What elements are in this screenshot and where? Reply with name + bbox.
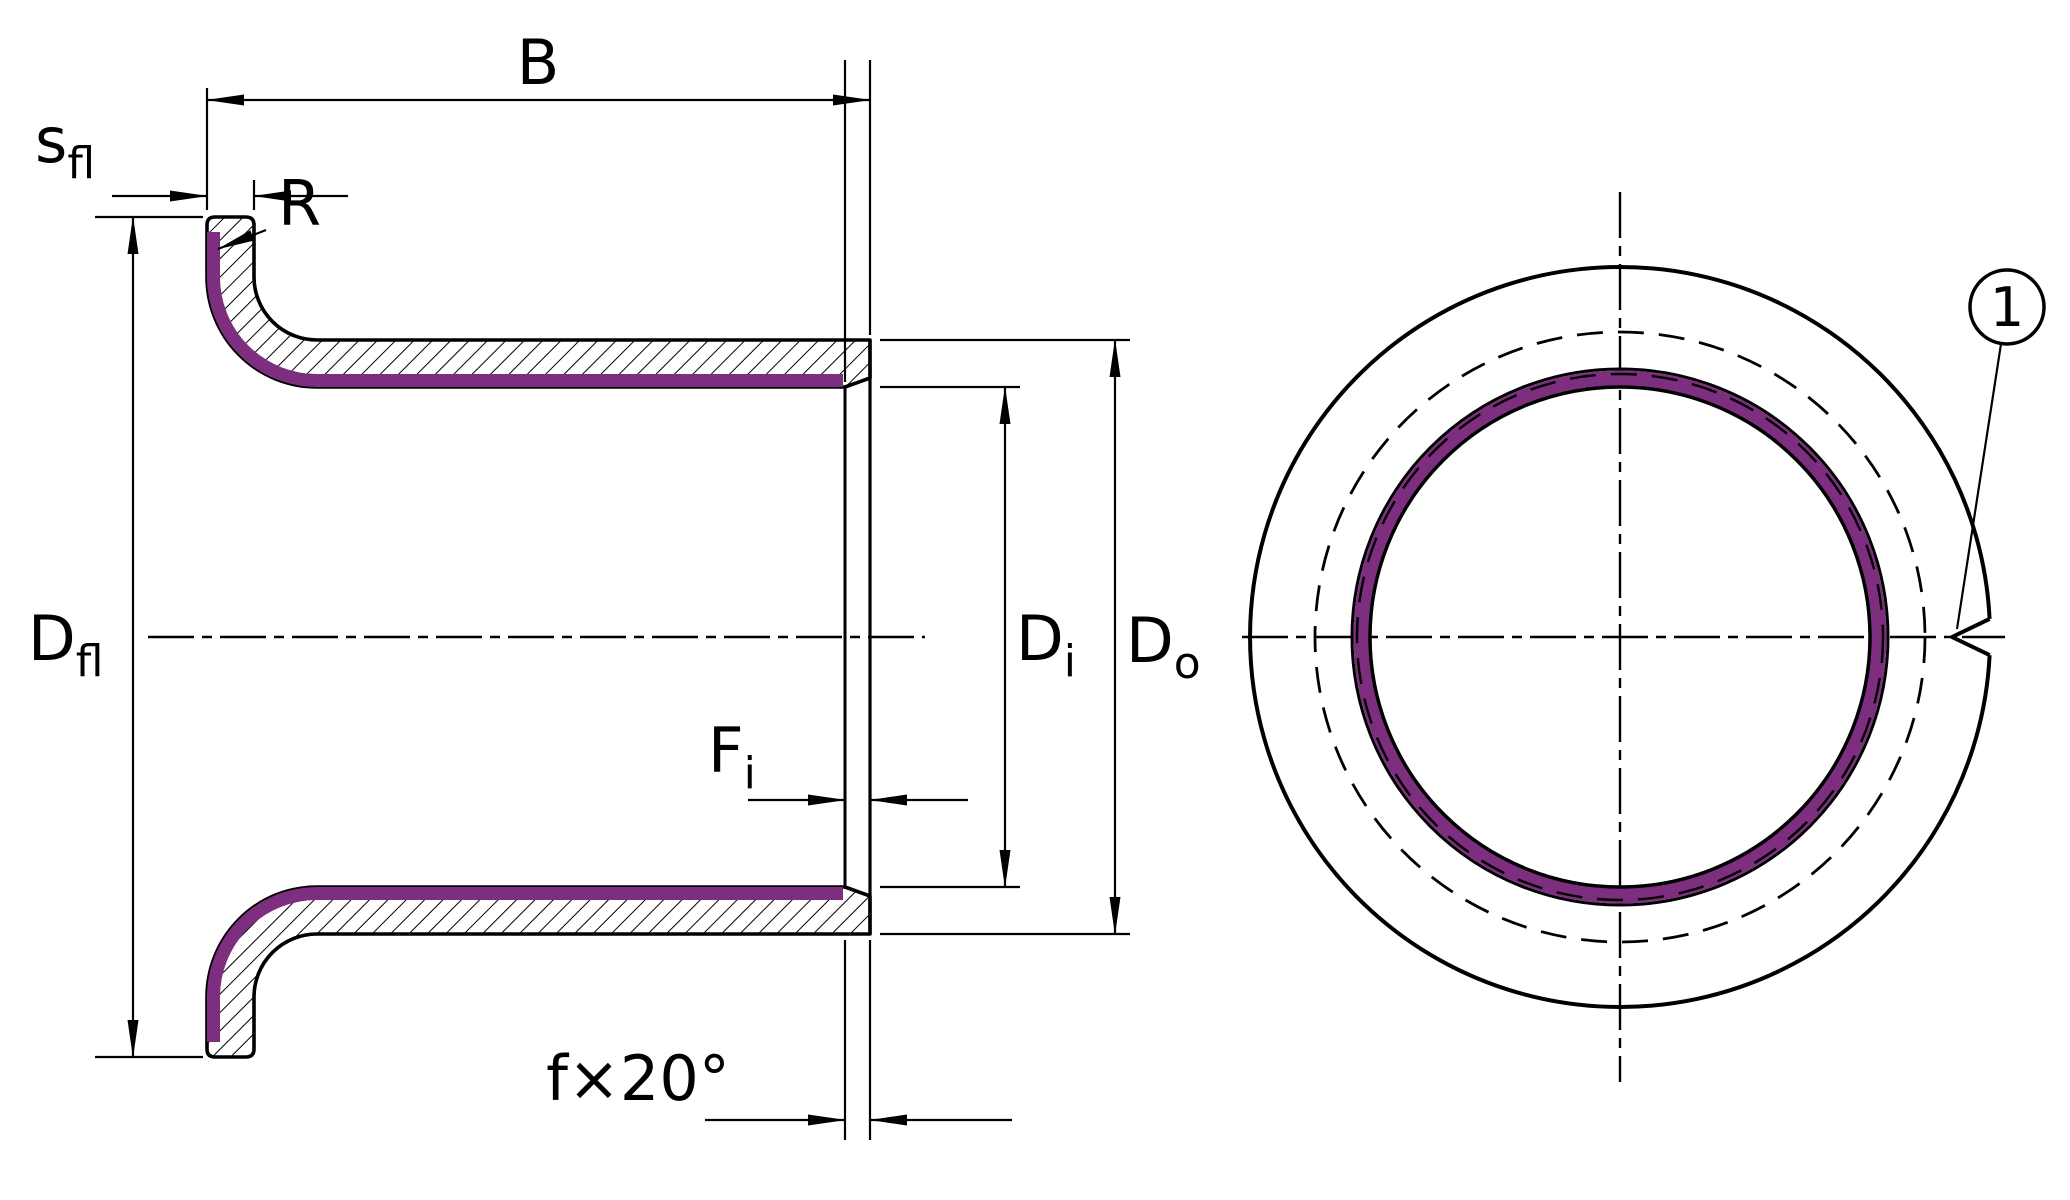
callout-leader-line [1955,343,2003,630]
section-view: B sfl R Dfl Di Do [28,26,1201,1140]
dimension-total-width: B [206,26,871,106]
bushing-section-bottom [205,885,872,1059]
inner-diameter-label: Di [1016,602,1076,687]
sliding-layer-ring [1353,370,1887,904]
outer-diameter-label: Do [1126,604,1201,689]
flange-diameter-label: Dfl [28,602,103,687]
liner-hidden-edge-circle [1355,372,1885,902]
dimension-flange-thickness: sfl [35,104,348,202]
chamfer-label: f×20° [546,1042,730,1115]
split-notch [1950,617,1991,657]
dimension-flange-diameter: Dfl [28,216,139,1058]
dimension-flange-radius: R [217,167,321,251]
bushing-od-hidden-circle [1313,330,1927,944]
bushing-section-top [205,215,872,389]
flange-outer-circle [1248,265,1992,1009]
dimension-outer-diameter: Do [1109,339,1201,935]
dimension-chamfer: f×20° [546,1042,1012,1126]
flange-radius-label: R [278,167,321,240]
total-width-label: B [517,26,560,99]
dimension-inner-diameter: Di [999,386,1076,888]
sliding-layer-top [207,232,843,387]
extension-lines [95,60,1130,1140]
callout-circle [1968,268,2046,346]
dimension-liner-face: Fi [708,714,968,806]
bore-circle [1368,385,1872,889]
front-view: 1 [1242,192,2046,1082]
callout-number: 1 [1990,276,2024,339]
liner-face-label: Fi [708,714,756,799]
sliding-layer-bottom [207,887,843,1042]
liner-outer-circle [1350,367,1890,907]
flange-thickness-label: sfl [35,104,95,189]
part-callout-1: 1 [1955,268,2046,630]
